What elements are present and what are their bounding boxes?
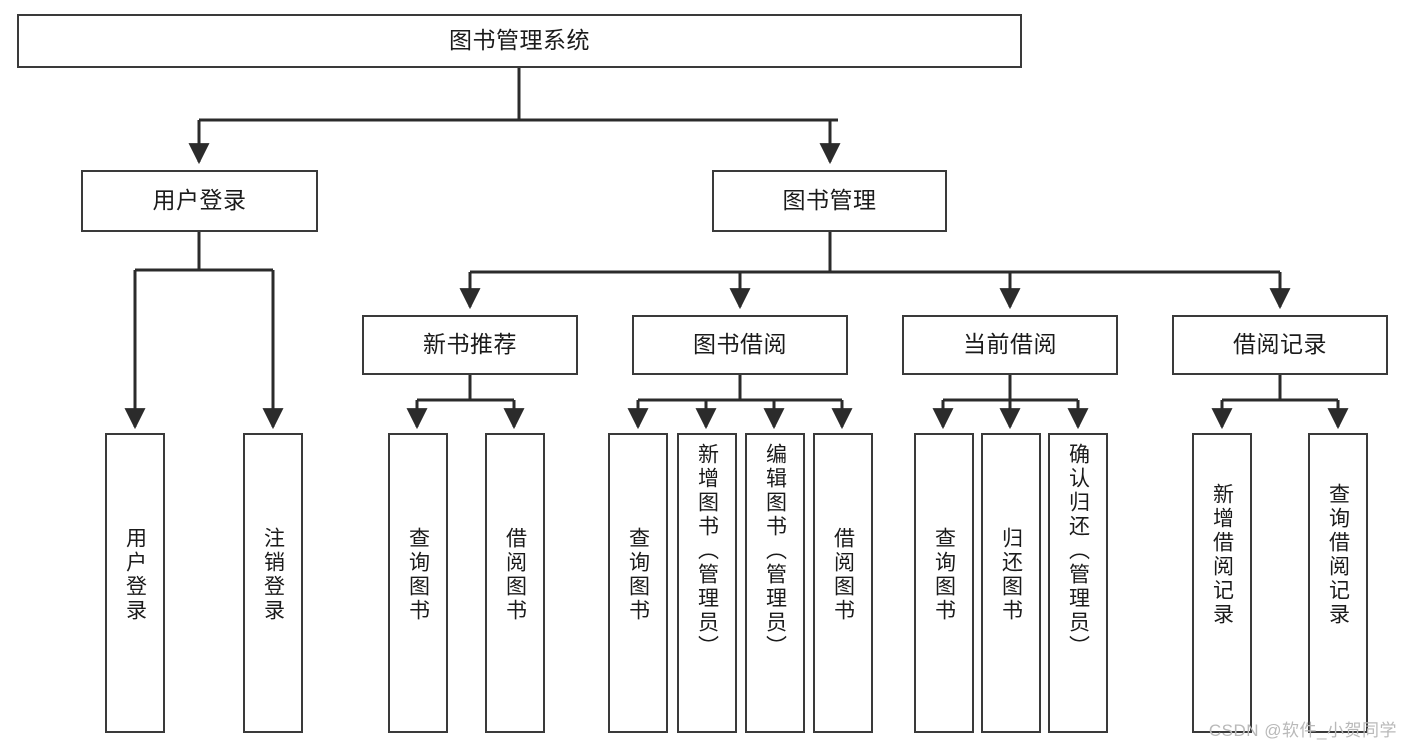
node-book-manage[interactable]: 图书管理 (712, 170, 947, 232)
leaf-edit-book[interactable]: 编辑图书（管理员） (745, 433, 805, 733)
leaf-return-book[interactable]: 归还图书 (981, 433, 1041, 733)
leaf-user-login-label: 用户登录 (123, 527, 147, 623)
leaf-add-record[interactable]: 新增借阅记录 (1192, 433, 1252, 733)
leaf-add-book-label: 新增图书（管理员） (695, 443, 719, 659)
node-new-book-rec-label: 新书推荐 (423, 331, 517, 358)
node-root-label: 图书管理系统 (449, 27, 590, 54)
leaf-query-book-1[interactable]: 查询图书 (388, 433, 448, 733)
node-borrow-record-label: 借阅记录 (1233, 331, 1327, 358)
leaf-query-record[interactable]: 查询借阅记录 (1308, 433, 1368, 733)
leaf-user-login[interactable]: 用户登录 (105, 433, 165, 733)
leaf-query-book-2[interactable]: 查询图书 (608, 433, 668, 733)
node-book-borrow-label: 图书借阅 (693, 331, 787, 358)
leaf-logout[interactable]: 注销登录 (243, 433, 303, 733)
leaf-add-book[interactable]: 新增图书（管理员） (677, 433, 737, 733)
node-current-borrow[interactable]: 当前借阅 (902, 315, 1118, 375)
leaf-query-book-3-label: 查询图书 (932, 527, 956, 623)
leaf-query-record-label: 查询借阅记录 (1326, 483, 1350, 627)
leaf-logout-label: 注销登录 (261, 527, 285, 623)
leaf-query-book-3[interactable]: 查询图书 (914, 433, 974, 733)
csdn-watermark: CSDN @软件_小贺同学 (1208, 721, 1397, 740)
node-new-book-rec[interactable]: 新书推荐 (362, 315, 578, 375)
node-book-manage-label: 图书管理 (782, 187, 877, 214)
node-current-borrow-label: 当前借阅 (963, 331, 1057, 358)
leaf-query-book-2-label: 查询图书 (626, 527, 650, 623)
leaf-confirm-return[interactable]: 确认归还（管理员） (1048, 433, 1108, 733)
leaf-add-record-label: 新增借阅记录 (1210, 483, 1234, 627)
node-user-login-label: 用户登录 (152, 187, 247, 214)
leaf-borrow-book-1-label: 借阅图书 (503, 527, 527, 623)
leaf-borrow-book-2-label: 借阅图书 (831, 527, 855, 623)
node-borrow-record[interactable]: 借阅记录 (1172, 315, 1388, 375)
leaf-borrow-book-2[interactable]: 借阅图书 (813, 433, 873, 733)
node-book-borrow[interactable]: 图书借阅 (632, 315, 848, 375)
node-root[interactable]: 图书管理系统 (17, 14, 1022, 68)
leaf-confirm-return-label: 确认归还（管理员） (1066, 443, 1090, 659)
leaf-edit-book-label: 编辑图书（管理员） (763, 443, 787, 659)
leaf-query-book-1-label: 查询图书 (406, 527, 430, 623)
leaf-borrow-book-1[interactable]: 借阅图书 (485, 433, 545, 733)
leaf-return-book-label: 归还图书 (999, 527, 1023, 623)
node-user-login[interactable]: 用户登录 (81, 170, 318, 232)
